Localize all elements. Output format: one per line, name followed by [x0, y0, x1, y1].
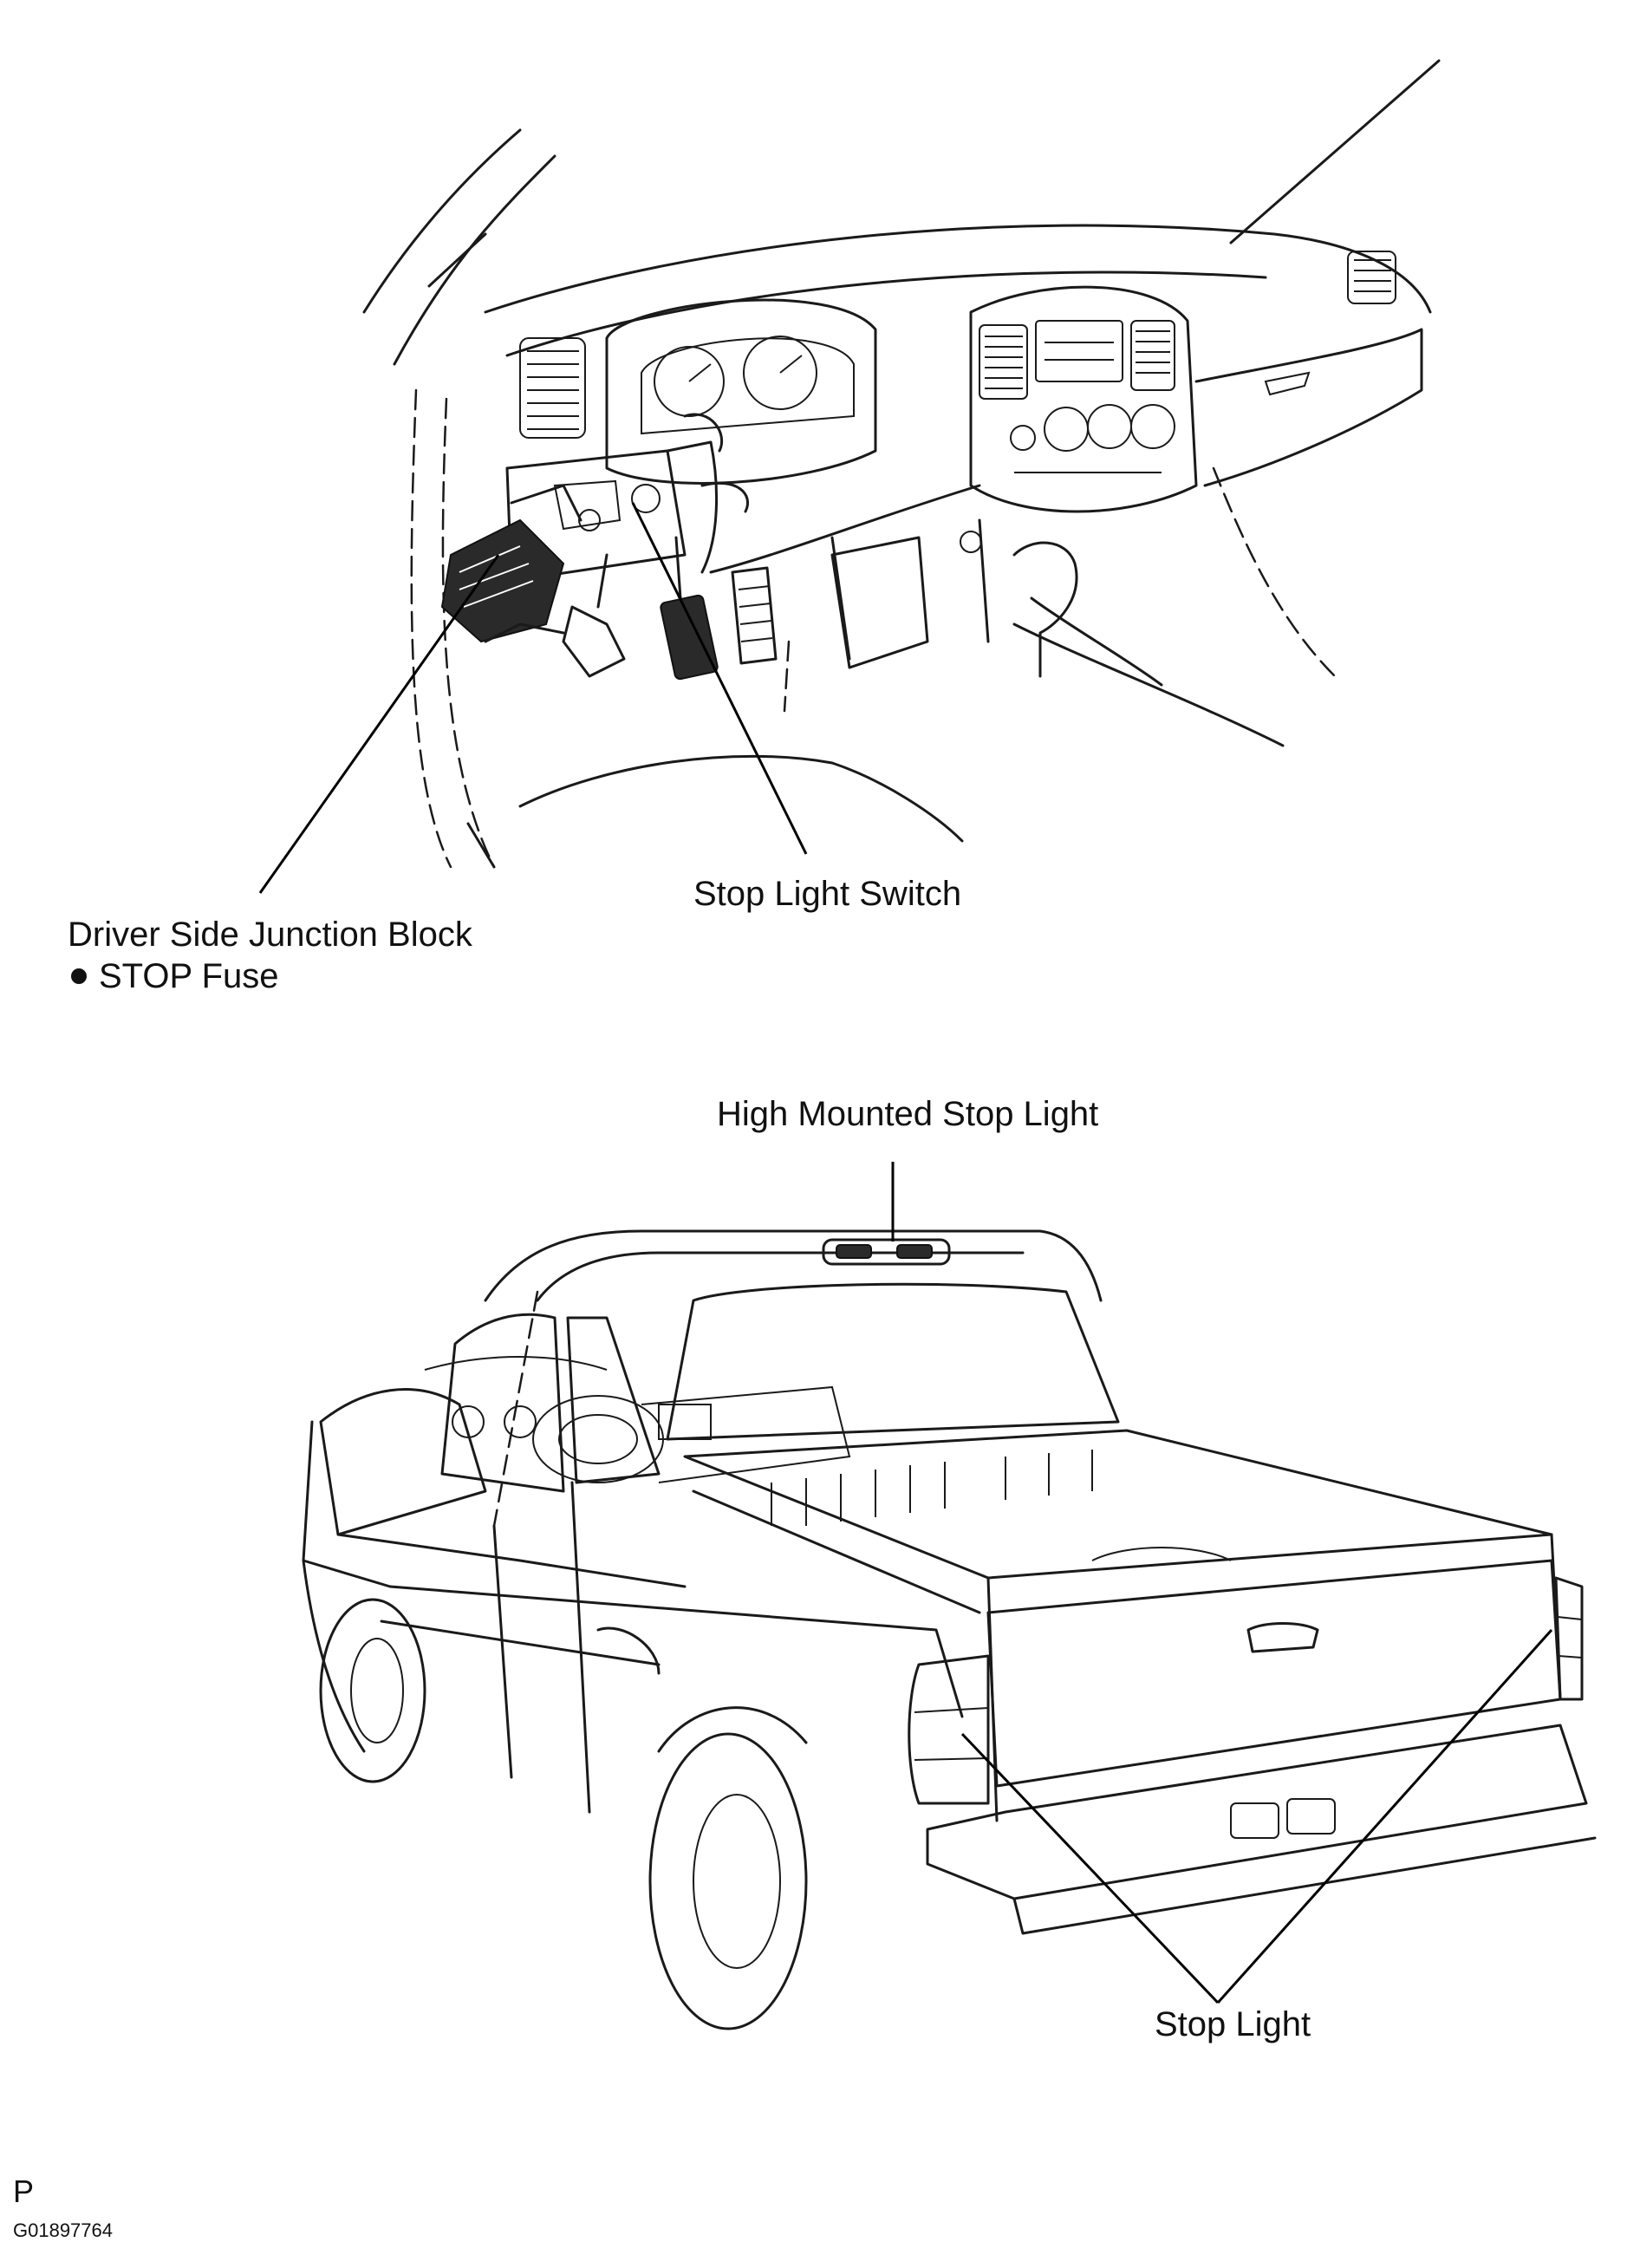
stop-light-switch-label: Stop Light Switch	[693, 875, 962, 913]
bullet-dot-icon	[71, 968, 87, 984]
stop-light-label: Stop Light	[1155, 2005, 1311, 2043]
leader-line-stop-light-switch	[631, 502, 808, 855]
right-stop-light-illustration	[1554, 1576, 1584, 1701]
junction-block-illustration	[440, 484, 582, 643]
corner-letter: P	[13, 2174, 35, 2209]
junction-block-label: Driver Side Junction Block	[68, 916, 472, 954]
leader-line-junction-block	[258, 554, 500, 894]
high-mounted-stop-light-illustration	[822, 1238, 951, 1266]
leader-line-stop-light-left	[960, 1732, 1220, 2004]
truck-illustration	[302, 1229, 1597, 2030]
left-stop-light-illustration	[908, 1654, 990, 1805]
leader-line-stop-light-right	[1216, 1628, 1553, 2004]
high-mounted-stop-light-label: High Mounted Stop Light	[717, 1095, 1099, 1133]
stop-fuse-label: STOP Fuse	[68, 956, 279, 996]
dashboard-illustration	[362, 59, 1441, 869]
figure-code: G01897764	[13, 2219, 113, 2241]
stop-fuse-text: STOP Fuse	[99, 957, 279, 995]
